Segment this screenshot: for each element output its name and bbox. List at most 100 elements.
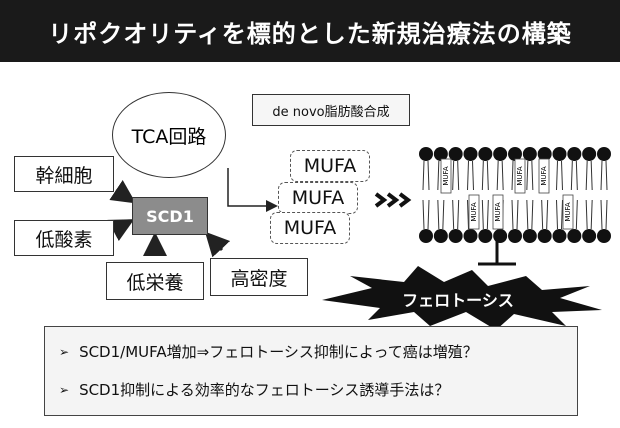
lipid-tail [526,160,529,191]
lipid-tail [585,199,588,230]
lipid-membrane: MUFA MUFA MUFA MUFA MUFA MUFA [419,147,611,243]
lipid-tail [452,199,455,230]
ferroptosis-burst [322,266,602,330]
lipid-head [478,147,493,161]
lipid-tail [481,160,484,191]
slide-title: リポクオリティを標的とした新規治療法の構築 [0,0,620,62]
embedded-mufa-label: MUFA [540,166,548,186]
lipid-head [567,229,582,243]
lipid-head [567,147,582,161]
lipid-head [582,229,597,243]
lipid-head [522,147,537,161]
lipid-head [537,147,552,161]
lipid-tail [561,160,563,191]
lipid-tail [472,160,474,191]
high-density-box: 高密度 [210,258,308,296]
lipid-tail [442,199,445,230]
lipid-head [552,147,567,161]
lipid-tail [516,199,519,230]
question-2: ➢ SCD1抑制による効率的なフェロトーシス誘導手法は？ [59,379,449,400]
lipid-tail [511,199,514,230]
lipid-tail [457,160,460,191]
embedded-mufa-label: MUFA [564,202,572,222]
lipid-head [493,229,508,243]
embedded-mufa-box [562,194,574,230]
lipid-tail [526,199,529,230]
tca-to-mufa-arrow [227,168,278,212]
lipid-head [433,147,448,161]
lipid-head [552,229,567,243]
lipid-tail [575,199,578,230]
arrow-bullet-icon: ➢ [59,344,70,359]
lipid-tail [556,199,558,230]
lipid-tail [511,160,514,191]
lipid-tail [496,160,499,191]
hypoxia-arrow [107,219,135,242]
hypoxia-box: 低酸素 [14,220,114,256]
lipid-tail [600,160,603,191]
lipid-tail [437,199,440,230]
lipid-tail [486,160,489,191]
question-1: ➢ SCD1/MUFA増加⇒フェロトーシス抑制によって癌は増殖？ [59,341,478,362]
lipid-tail [605,199,608,230]
lipid-tail [600,199,603,230]
lipid-head [419,229,433,243]
lipid-tail [531,160,534,191]
arrow-bullet-icon: ➢ [59,382,70,397]
lipid-tail [585,160,588,191]
mufa-box-3: MUFA [270,212,350,244]
lipid-head [493,147,508,161]
embedded-mufa-box [468,194,480,230]
mufa-box-1: MUFA [290,150,370,182]
questions-box: ➢ SCD1/MUFA増加⇒フェロトーシス抑制によって癌は増殖？ ➢ SCD1抑… [44,326,578,416]
lipid-head [537,229,552,243]
lipid-tail [605,160,608,191]
high-density-arrow [204,231,231,258]
lipid-tail [531,199,534,230]
lipid-tail [590,160,593,191]
ferroptosis-label: フェロトーシス [402,291,514,310]
lipid-head [419,147,433,161]
lipid-head [582,147,597,161]
lipid-head [522,229,537,243]
lipid-tail [422,160,425,191]
lipid-tail [561,199,563,230]
mufa-box-2: MUFA [278,182,358,214]
lipid-tail [422,199,425,230]
tca-cycle-label: TCA回路 [131,125,207,148]
scd1-box: SCD1 [132,197,208,235]
embedded-mufa-box [538,158,550,194]
chevron-arrows [374,192,412,208]
lipid-head [478,229,493,243]
lipid-head [463,147,478,161]
stem-cell-arrow [109,180,136,204]
lipid-head [448,229,463,243]
embedded-mufa-label: MUFA [442,166,450,186]
lipid-tail [457,199,460,230]
embedded-mufa-label: MUFA [494,202,502,222]
lipid-tail [541,199,544,230]
embedded-mufa-box [514,158,526,194]
embedded-mufa-box [440,158,452,194]
embedded-mufa-box [492,194,504,230]
lipid-head [508,229,522,243]
low-nutrition-box: 低栄養 [106,262,204,300]
lipid-tail [570,160,573,191]
embedded-mufa-label: MUFA [516,166,524,186]
tca-cycle-circle: TCA回路 [112,92,226,178]
de-novo-synthesis-box: de novo脂肪酸合成 [252,94,410,126]
lipid-tail [452,160,455,191]
stem-cell-box: 幹細胞 [14,156,114,192]
lipid-tail [486,199,489,230]
lipid-tail [427,160,430,191]
embedded-mufa-label: MUFA [470,202,478,222]
lipid-tail [590,199,593,230]
lipid-tail [501,160,504,191]
question-1-text: SCD1/MUFA増加⇒フェロトーシス抑制によって癌は増殖？ [79,343,478,361]
lipid-head [508,147,522,161]
lipid-tail [467,199,469,230]
lipid-head [433,229,448,243]
lipid-head [463,229,478,243]
